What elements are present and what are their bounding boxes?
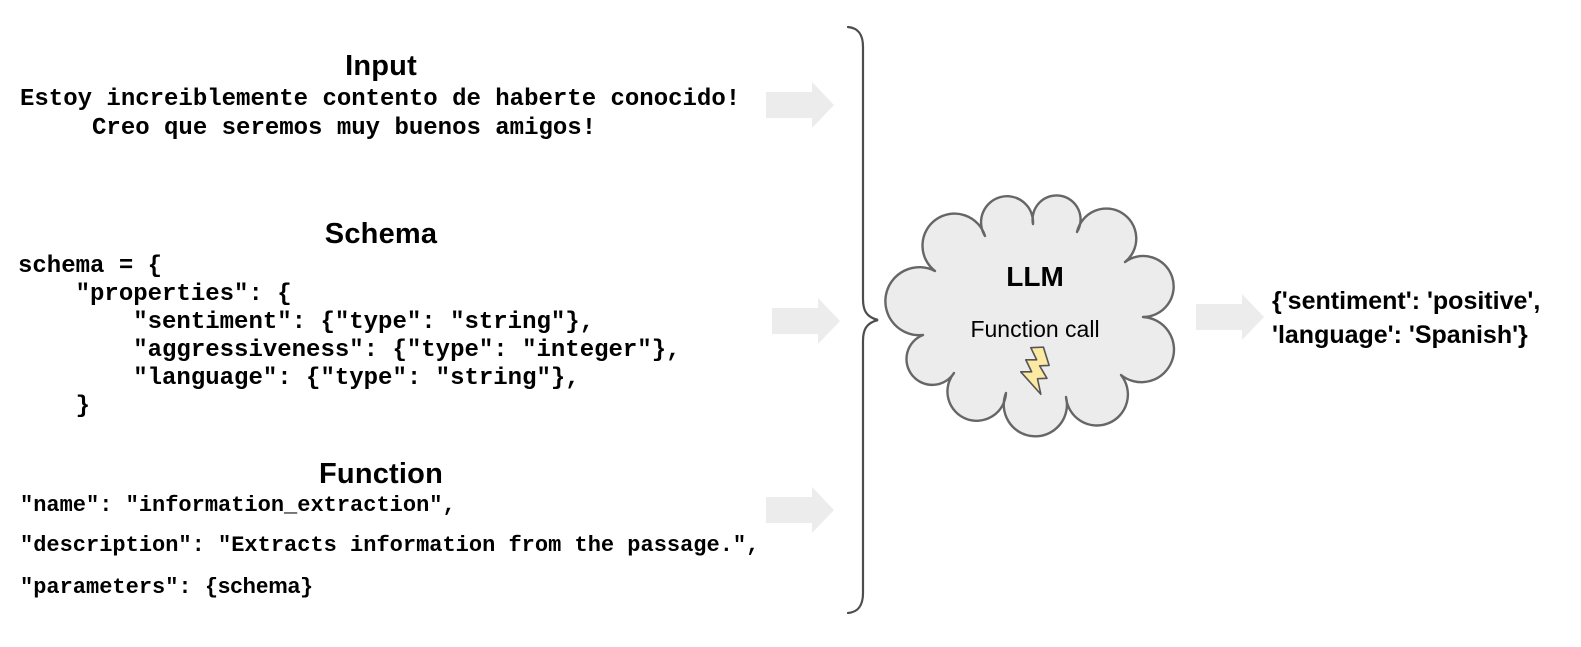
function-parameters-prefix: "parameters": { xyxy=(20,575,219,600)
output-result-text: {'sentiment': 'positive', 'language': 'S… xyxy=(1272,287,1541,349)
function-name-line: "name": "information_extraction", xyxy=(20,493,456,518)
llm-cloud-shape xyxy=(884,194,1176,438)
function-parameters-line: "parameters": {schema} xyxy=(20,574,313,600)
schema-code-block: schema = { "properties": { "sentiment": … xyxy=(18,253,681,420)
function-section-title: Function xyxy=(318,458,443,490)
input-code-block: Estoy increiblemente contento de haberte… xyxy=(20,86,741,142)
curly-brace-icon xyxy=(846,25,879,615)
schema-section-title: Schema xyxy=(324,218,438,250)
function-parameters-schema-var: schema xyxy=(218,573,300,598)
function-parameters-suffix: } xyxy=(300,575,314,600)
input-flow-arrow-icon xyxy=(766,82,834,128)
schema-flow-arrow-icon xyxy=(772,298,840,344)
llm-function-call-label: Function call xyxy=(970,316,1100,342)
output-flow-arrow-icon xyxy=(1196,294,1264,340)
llm-title: LLM xyxy=(1006,261,1064,292)
function-description-line: "description": "Extracts information fro… xyxy=(20,533,760,558)
function-flow-arrow-icon xyxy=(766,487,834,533)
lightning-bolt-icon xyxy=(1016,343,1055,395)
input-section-title: Input xyxy=(345,50,417,82)
